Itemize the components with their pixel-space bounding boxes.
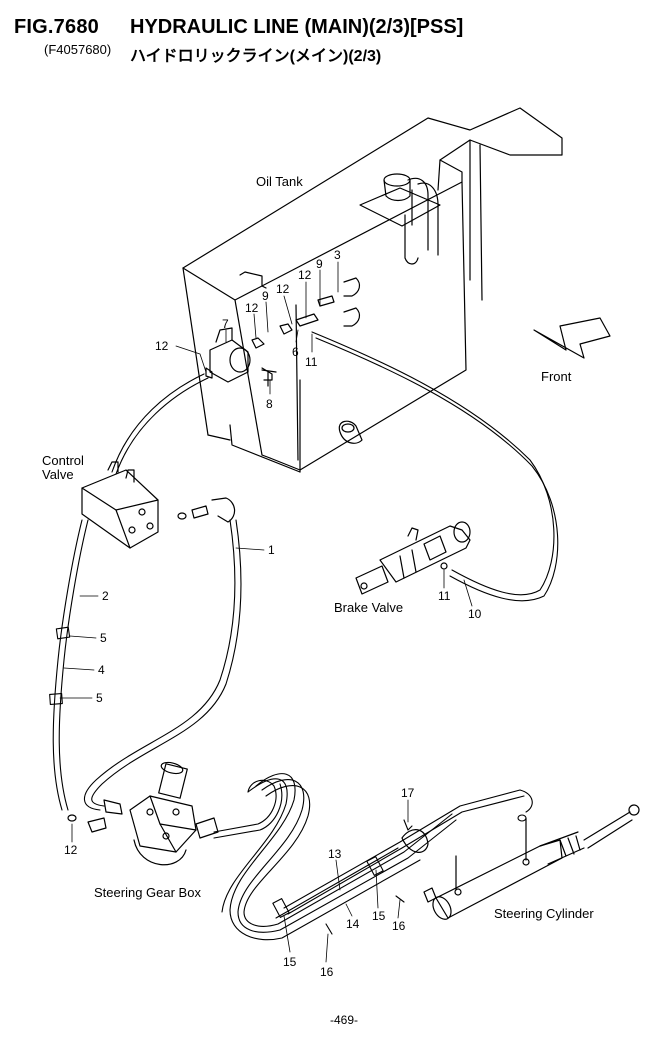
callout-5: 5	[96, 691, 103, 705]
callout-17: 17	[401, 786, 415, 800]
callout-8: 8	[266, 397, 273, 411]
page-number: -469-	[330, 1013, 359, 1027]
callout-16: 16	[320, 965, 334, 979]
callout-15: 15	[283, 955, 297, 969]
oil-tank	[182, 107, 563, 473]
label-steering-gear-box: Steering Gear Box	[94, 885, 201, 900]
hose-lines	[49, 331, 559, 811]
label-oil-tank: Oil Tank	[256, 174, 303, 189]
brake-valve	[355, 521, 471, 595]
callout-12: 12	[64, 843, 78, 857]
callout-11: 11	[305, 355, 318, 369]
figure-code: (F4057680)	[44, 42, 112, 57]
callout-9: 9	[316, 257, 323, 271]
tank-manifold	[205, 327, 273, 383]
callout-4: 4	[98, 663, 105, 677]
callout-12: 12	[245, 301, 259, 315]
bolt-8	[261, 369, 277, 387]
callout-11: 11	[438, 589, 451, 603]
label-control-valve-1: Control	[42, 453, 84, 468]
label-brake-valve: Brake Valve	[334, 600, 403, 615]
callout-12: 12	[276, 282, 290, 296]
label-front: Front	[541, 369, 572, 384]
steering-cylinder	[401, 804, 640, 920]
callout-16: 16	[392, 919, 406, 933]
callout-leaders	[59, 261, 473, 963]
callout-12: 12	[155, 339, 169, 353]
control-valve	[81, 461, 236, 549]
figure-number: FIG.7680	[14, 16, 99, 38]
callout-10: 10	[468, 607, 482, 621]
callout-15: 15	[372, 909, 386, 923]
callout-14: 14	[346, 917, 360, 931]
label-control-valve-2: Valve	[42, 467, 74, 482]
figure-title: HYDRAULIC LINE (MAIN)(2/3)[PSS]	[130, 16, 464, 38]
label-steering-cylinder: Steering Cylinder	[494, 906, 594, 921]
callout-1: 1	[268, 543, 275, 557]
callout-2: 2	[102, 589, 109, 603]
callout-12: 12	[298, 268, 312, 282]
steering-gear-box	[67, 761, 219, 866]
callout-7: 7	[222, 317, 229, 331]
steering-pipes	[213, 773, 533, 941]
figure-title-japanese: ハイドロリックライン(メイン)(2/3)	[130, 48, 382, 65]
callout-13: 13	[328, 847, 342, 861]
front-arrow-icon	[533, 317, 611, 359]
callout-5: 5	[100, 631, 107, 645]
callout-3: 3	[334, 248, 341, 262]
callout-9: 9	[262, 289, 269, 303]
callout-6: 6	[292, 345, 299, 359]
